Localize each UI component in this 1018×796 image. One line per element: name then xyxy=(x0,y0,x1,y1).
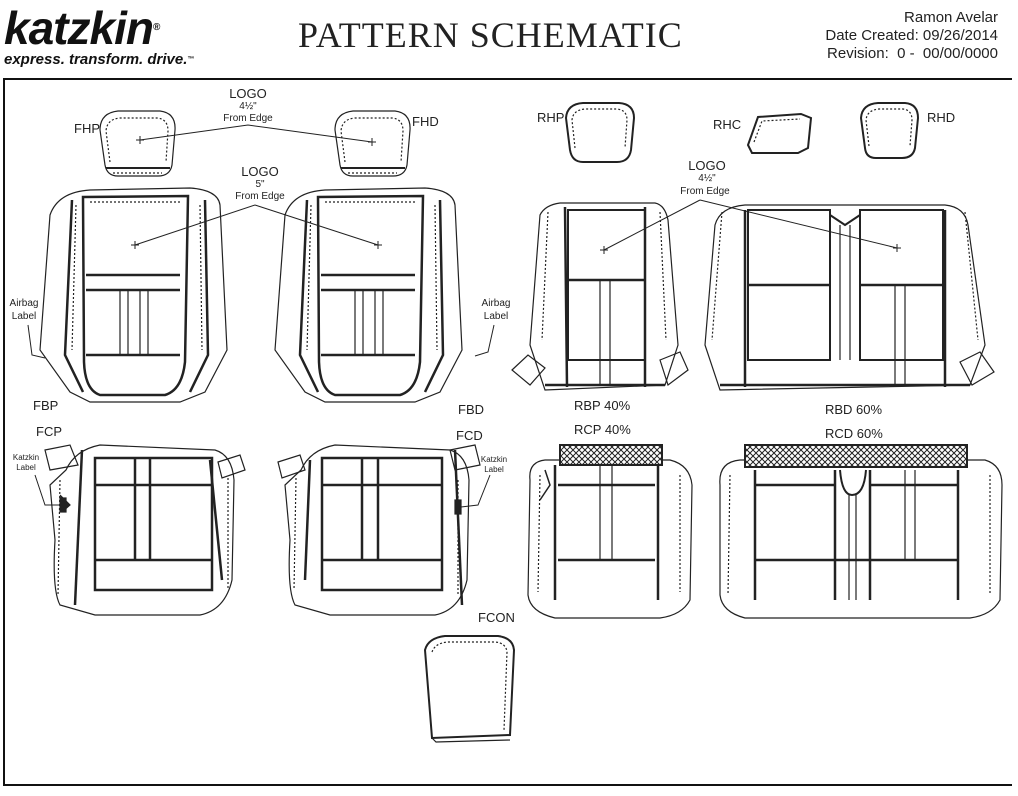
rbp-backrest xyxy=(511,202,689,391)
label-rhd: RHD xyxy=(927,110,955,125)
label-rhc: RHC xyxy=(713,117,741,132)
logo-front-back-title: LOGO xyxy=(241,164,279,179)
rhp-headrest xyxy=(564,102,636,163)
label-fhp: FHP xyxy=(74,121,100,136)
fcd-cushion xyxy=(277,444,481,616)
label-fbd: FBD xyxy=(458,402,484,417)
label-fhd: FHD xyxy=(412,114,439,129)
airbag-left-word: Airbag xyxy=(10,298,39,309)
brand-trademark-mark: ™ xyxy=(187,56,195,63)
rbd-backrest xyxy=(704,204,995,391)
rhd-headrest xyxy=(859,102,920,159)
rcp-cushion xyxy=(527,444,693,619)
revision: Revision: 0 - 00/00/0000 xyxy=(827,45,998,62)
label-rcp: RCP 40% xyxy=(574,422,631,437)
label-fbp: FBP xyxy=(33,398,58,413)
rcd-cushion xyxy=(719,444,1003,619)
airbag-right-word: Airbag xyxy=(482,298,511,309)
brand-name: katzkin xyxy=(4,2,154,54)
logo-rear-title: LOGO xyxy=(688,158,726,173)
header: katzkin® express. transform. drive.™ PAT… xyxy=(0,0,1018,80)
airbag-right-label: Label xyxy=(484,311,508,322)
label-rhp: RHP xyxy=(537,110,564,125)
logo-rear-from-edge: From Edge xyxy=(680,186,730,197)
logo-front-head-size: 4½" xyxy=(239,101,257,112)
label-rbd: RBD 60% xyxy=(825,402,883,417)
logo-front-head-from-edge: From Edge xyxy=(223,113,273,124)
airbag-left-label: Label xyxy=(12,311,36,322)
document-meta: Ramon Avelar Date Created: 09/26/2014 Re… xyxy=(825,9,998,63)
logo-front-back-from-edge: From Edge xyxy=(235,191,285,202)
logo-leaders xyxy=(131,124,901,254)
logo-rear-size: 4½" xyxy=(698,173,716,184)
author-name: Ramon Avelar xyxy=(904,9,998,26)
logo-front-head-title: LOGO xyxy=(229,86,267,101)
katzkin-right-label: Label xyxy=(484,465,504,474)
fbd-backrest xyxy=(274,187,463,403)
label-fcp: FCP xyxy=(36,424,62,439)
page-title: PATTERN SCHEMATIC xyxy=(298,15,683,55)
fhp-headrest xyxy=(99,110,176,177)
label-fcon: FCON xyxy=(478,610,515,625)
date-created: Date Created: 09/26/2014 xyxy=(825,27,998,44)
rhc-headrest xyxy=(746,112,813,154)
logo-front-back-size: 5" xyxy=(255,179,265,190)
katzkin-left-label: Label xyxy=(16,463,36,472)
katzkin-right-word: Katzkin xyxy=(481,455,507,464)
label-rbp: RBP 40% xyxy=(574,398,631,413)
label-rcd: RCD 60% xyxy=(825,426,883,441)
katzkin-left-word: Katzkin xyxy=(13,453,39,462)
label-leaders xyxy=(27,324,495,508)
fbp-backrest xyxy=(39,187,228,403)
schematic-frame xyxy=(3,78,1012,786)
fhd-headrest xyxy=(334,110,411,177)
fcp-cushion xyxy=(44,444,246,616)
fcon-console xyxy=(423,635,516,743)
brand-registered-mark: ® xyxy=(152,22,160,33)
label-fcd: FCD xyxy=(456,428,483,443)
brand-tagline: express. transform. drive. xyxy=(4,51,188,68)
brand-logo: katzkin® express. transform. drive.™ xyxy=(4,5,195,68)
